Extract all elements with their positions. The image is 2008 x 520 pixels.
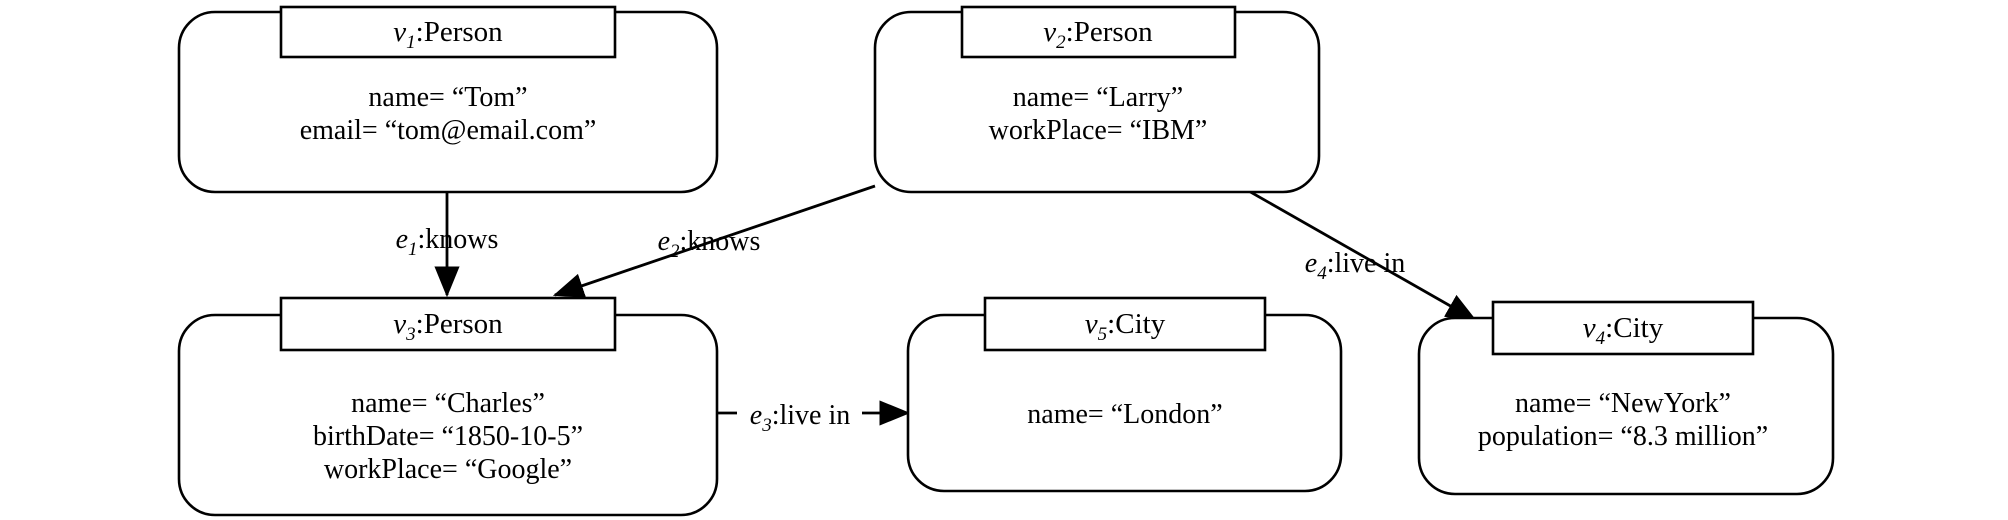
node-v2-header (960, 5, 1237, 59)
edge-e3-label: e3:live in (750, 400, 850, 436)
edge-e4-line (1239, 184, 1477, 322)
edge-e1-var: e (396, 224, 408, 255)
edge-e1-colon: : (418, 224, 426, 255)
node-v4-attr-0: name= “NewYork” (1515, 388, 1731, 419)
node-v3-label: Person (424, 308, 503, 340)
edge-e2-var: e (658, 226, 670, 257)
node-v5-var: v (1085, 308, 1098, 340)
edge-e4-subscript: 4 (1317, 263, 1327, 284)
node-v4-label: City (1613, 312, 1663, 344)
node-v1-label: Person (424, 16, 503, 48)
edge-e1[interactable]: e1:knows (396, 193, 499, 298)
node-v4-var: v (1583, 312, 1596, 344)
node-v4-header (1491, 300, 1755, 356)
edge-e3[interactable]: e3:live in (716, 400, 911, 436)
edge-e2-label-text: knows (687, 226, 760, 257)
edge-e1-label-text: knows (425, 224, 498, 255)
node-v3[interactable]: v3:Person name= “Charles” birthDate= “18… (177, 296, 719, 517)
edge-e2-colon: : (680, 226, 688, 257)
node-v5-colon: : (1107, 308, 1115, 340)
node-v1-header (279, 5, 617, 59)
node-v2-label: Person (1074, 16, 1153, 48)
node-v1-colon: : (416, 16, 424, 48)
node-v4[interactable]: v4:City name= “NewYork” population= “8.3… (1417, 300, 1835, 496)
edge-e2[interactable]: e2:knows (552, 184, 876, 298)
node-v1-attr-0: name= “Tom” (368, 82, 527, 113)
node-v1-subscript: 1 (406, 32, 416, 53)
node-v5-attr-0: name= “London” (1027, 399, 1222, 430)
node-v4-attr-1: population= “8.3 million” (1478, 421, 1768, 452)
node-v5-header (983, 296, 1267, 352)
node-v3-attr-2: workPlace= “Google” (324, 454, 572, 485)
node-v3-title: v3:Person (393, 308, 503, 345)
node-v1-title: v1:Person (393, 16, 503, 53)
node-v3-attr-0: name= “Charles” (351, 388, 545, 419)
node-v3-colon: : (416, 308, 424, 340)
edge-e1-subscript: 1 (408, 239, 418, 260)
node-v2-title: v2:Person (1043, 16, 1153, 53)
edge-e2-label: e2:knows (658, 226, 761, 262)
edge-e3-var: e (750, 400, 762, 431)
node-v2[interactable]: v2:Person name= “Larry” workPlace= “IBM” (873, 5, 1321, 194)
edge-e3-label-text: live in (779, 400, 850, 431)
node-v2-colon: : (1066, 16, 1074, 48)
edge-e2-line (552, 184, 876, 298)
node-v2-var: v (1043, 16, 1056, 48)
edge-e4-label-text: live in (1334, 248, 1405, 279)
node-v3-subscript: 3 (405, 324, 416, 345)
node-v1[interactable]: v1:Person name= “Tom” email= “tom@email.… (177, 5, 719, 194)
node-v4-colon: : (1605, 312, 1613, 344)
node-v3-attr-1: birthDate= “1850-10-5” (313, 421, 583, 452)
node-v1-var: v (393, 16, 406, 48)
edge-e2-subscript: 2 (670, 241, 680, 262)
node-v5-label: City (1115, 308, 1165, 340)
node-v2-subscript: 2 (1056, 32, 1066, 53)
node-v5-subscript: 5 (1098, 324, 1108, 345)
node-v3-var: v (393, 308, 406, 340)
node-v5[interactable]: v5:City name= “London” (906, 296, 1343, 493)
edge-e4[interactable]: e4:live in (1239, 184, 1477, 322)
edge-e4-colon: : (1327, 248, 1335, 279)
edge-e4-var: e (1305, 248, 1317, 279)
edge-e1-label: e1:knows (396, 224, 499, 260)
node-v2-attr-1: workPlace= “IBM” (989, 115, 1208, 146)
node-v2-attr-0: name= “Larry” (1013, 82, 1183, 113)
node-v3-header (279, 296, 617, 352)
node-v4-title: v4:City (1583, 312, 1664, 349)
node-v5-title: v5:City (1085, 308, 1166, 345)
edge-e4-label: e4:live in (1305, 248, 1405, 284)
edge-e3-subscript: 3 (761, 415, 772, 436)
edge-e3-colon: : (772, 400, 780, 431)
node-v1-attr-1: email= “tom@email.com” (300, 115, 597, 146)
node-v4-subscript: 4 (1596, 328, 1606, 349)
